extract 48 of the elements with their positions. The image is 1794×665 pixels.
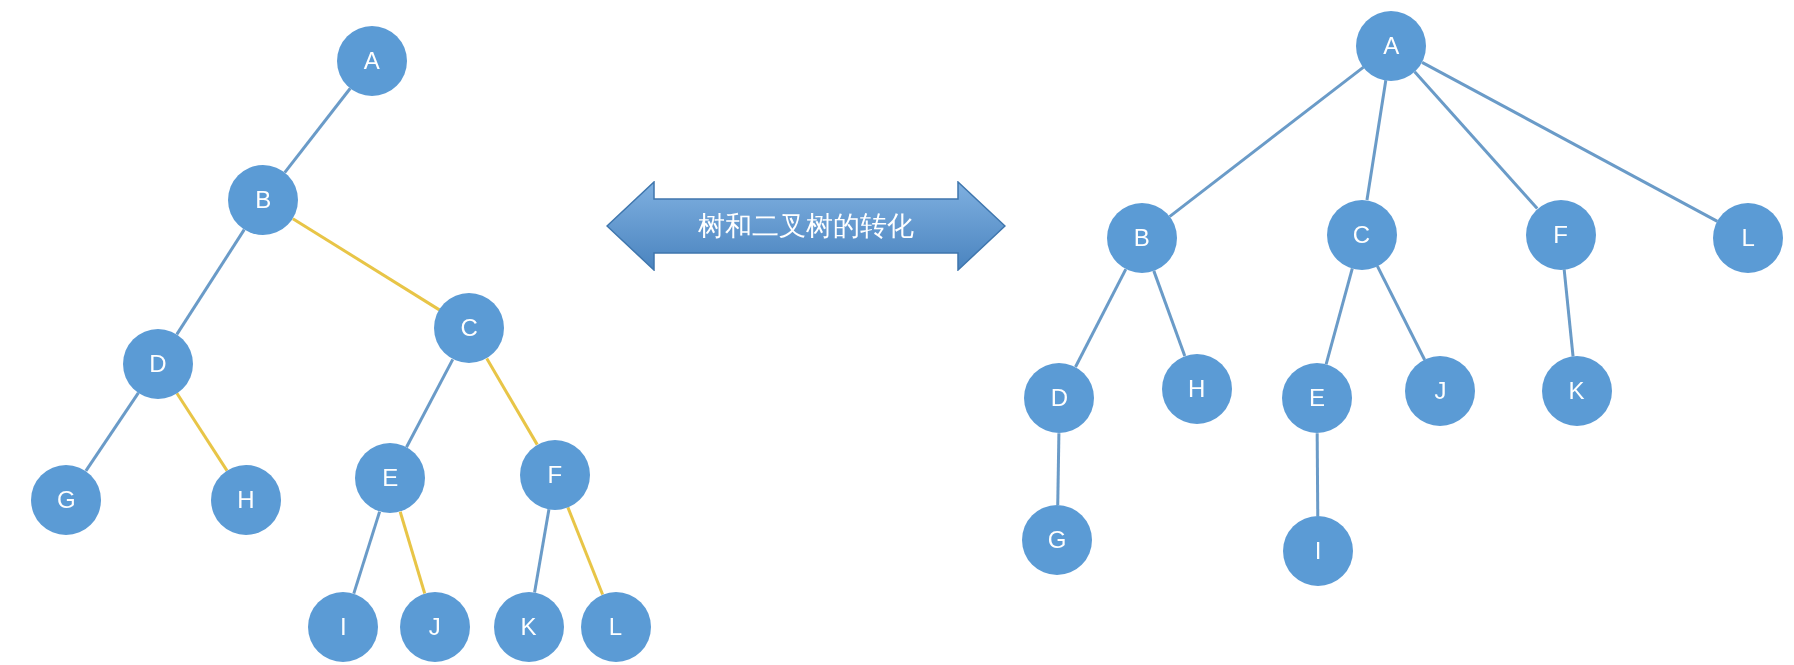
tree-node: C (434, 293, 505, 364)
tree-node: F (519, 439, 590, 510)
tree-node: C (1326, 199, 1397, 270)
tree-node: B (228, 165, 299, 236)
tree-edge (1421, 61, 1719, 223)
tree-node: E (1281, 363, 1352, 434)
tree-node: K (493, 592, 564, 662)
tree-edge (1324, 267, 1354, 365)
tree-edge (1168, 65, 1365, 218)
tree-node: G (31, 465, 102, 535)
tree-edge (1056, 433, 1061, 506)
tree-edge (1375, 265, 1427, 361)
double-arrow (606, 181, 1006, 271)
tree-node: A (336, 25, 407, 96)
tree-node: J (399, 592, 470, 662)
tree-node: L (1713, 202, 1784, 273)
tree-node: H (211, 465, 281, 535)
tree-node: A (1356, 10, 1427, 81)
tree-node: G (1022, 505, 1093, 575)
tree-edge (1315, 433, 1320, 517)
tree-edge (566, 506, 604, 596)
tree-node: D (122, 328, 193, 399)
tree-edge (84, 392, 140, 472)
arrow-label: 树和二叉树的转化 (698, 209, 914, 243)
tree-edge (1365, 80, 1388, 201)
tree-node: H (1161, 354, 1232, 424)
tree-edge (283, 87, 352, 174)
tree-node: L (580, 592, 651, 662)
tree-edge (175, 228, 246, 336)
tree-edge (292, 217, 441, 312)
tree-edge (175, 392, 229, 472)
tree-node: D (1024, 363, 1095, 434)
tree-node: I (1283, 516, 1354, 587)
tree-node: J (1405, 356, 1476, 427)
tree-node: E (355, 443, 426, 514)
tree-node: I (308, 592, 379, 662)
tree-node: F (1525, 199, 1596, 270)
tree-edge (352, 511, 382, 595)
tree-node: B (1106, 202, 1177, 273)
tree-edge (1074, 268, 1128, 368)
tree-edge (485, 357, 539, 446)
tree-edge (1152, 270, 1187, 357)
tree-edge (533, 509, 551, 593)
tree-edge (1413, 70, 1539, 210)
tree-node: K (1541, 356, 1612, 427)
tree-edge (405, 358, 455, 448)
tree-edge (398, 511, 427, 594)
tree-edge (1562, 269, 1575, 357)
